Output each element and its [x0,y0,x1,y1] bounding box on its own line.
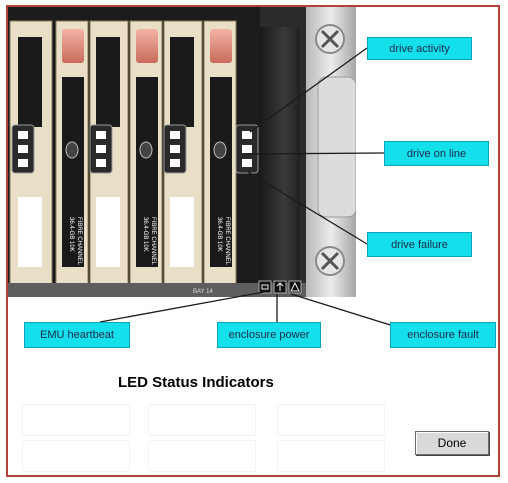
storage-enclosure-photo: 36.4-GB 10K FIBRE CHANNEL 36.4-GB 10K FI… [8,7,356,297]
done-button[interactable]: Done [415,431,489,455]
enclosure-drawing: 36.4-GB 10K FIBRE CHANNEL 36.4-GB 10K FI… [8,7,356,297]
drive-on-line-callout: drive on line [384,141,489,166]
placeholder-box [22,404,130,436]
page-title: LED Status Indicators [118,374,274,391]
power-led-icon [276,282,284,291]
thumbscrew-top-icon [315,24,345,54]
enclosure-power-callout: enclosure power [217,322,321,348]
drive-caption: 36.4-GB 10K [68,217,74,252]
drive-caption: FIBRE CHANNEL [224,217,230,266]
enclosure-side-panel [260,27,300,297]
drive-failure-callout: drive failure [367,232,472,257]
drive-caption: 36.4-GB 10K [216,217,222,252]
drive-caption: FIBRE CHANNEL [76,217,82,266]
drive-caption: 36.4-GB 10K [142,217,148,252]
drive-bays: 36.4-GB 10K FIBRE CHANNEL 36.4-GB 10K FI… [8,7,260,288]
thumbscrew-bottom-icon [315,246,345,276]
placeholder-box [148,404,256,436]
drive-activity-callout: drive activity [367,37,472,60]
enclosure-fault-callout: enclosure fault [390,322,496,348]
drive-caption: FIBRE CHANNEL [150,217,156,266]
placeholder-box [22,440,130,472]
emu-heartbeat-callout: EMU heartbeat [24,322,130,348]
placeholder-box [148,440,256,472]
fault-led-icon [290,281,300,292]
bay-label: BAY 14 [193,289,213,295]
placeholder-box [277,440,385,472]
placeholder-box [277,404,385,436]
emu-heartbeat-led-icon [261,284,269,290]
